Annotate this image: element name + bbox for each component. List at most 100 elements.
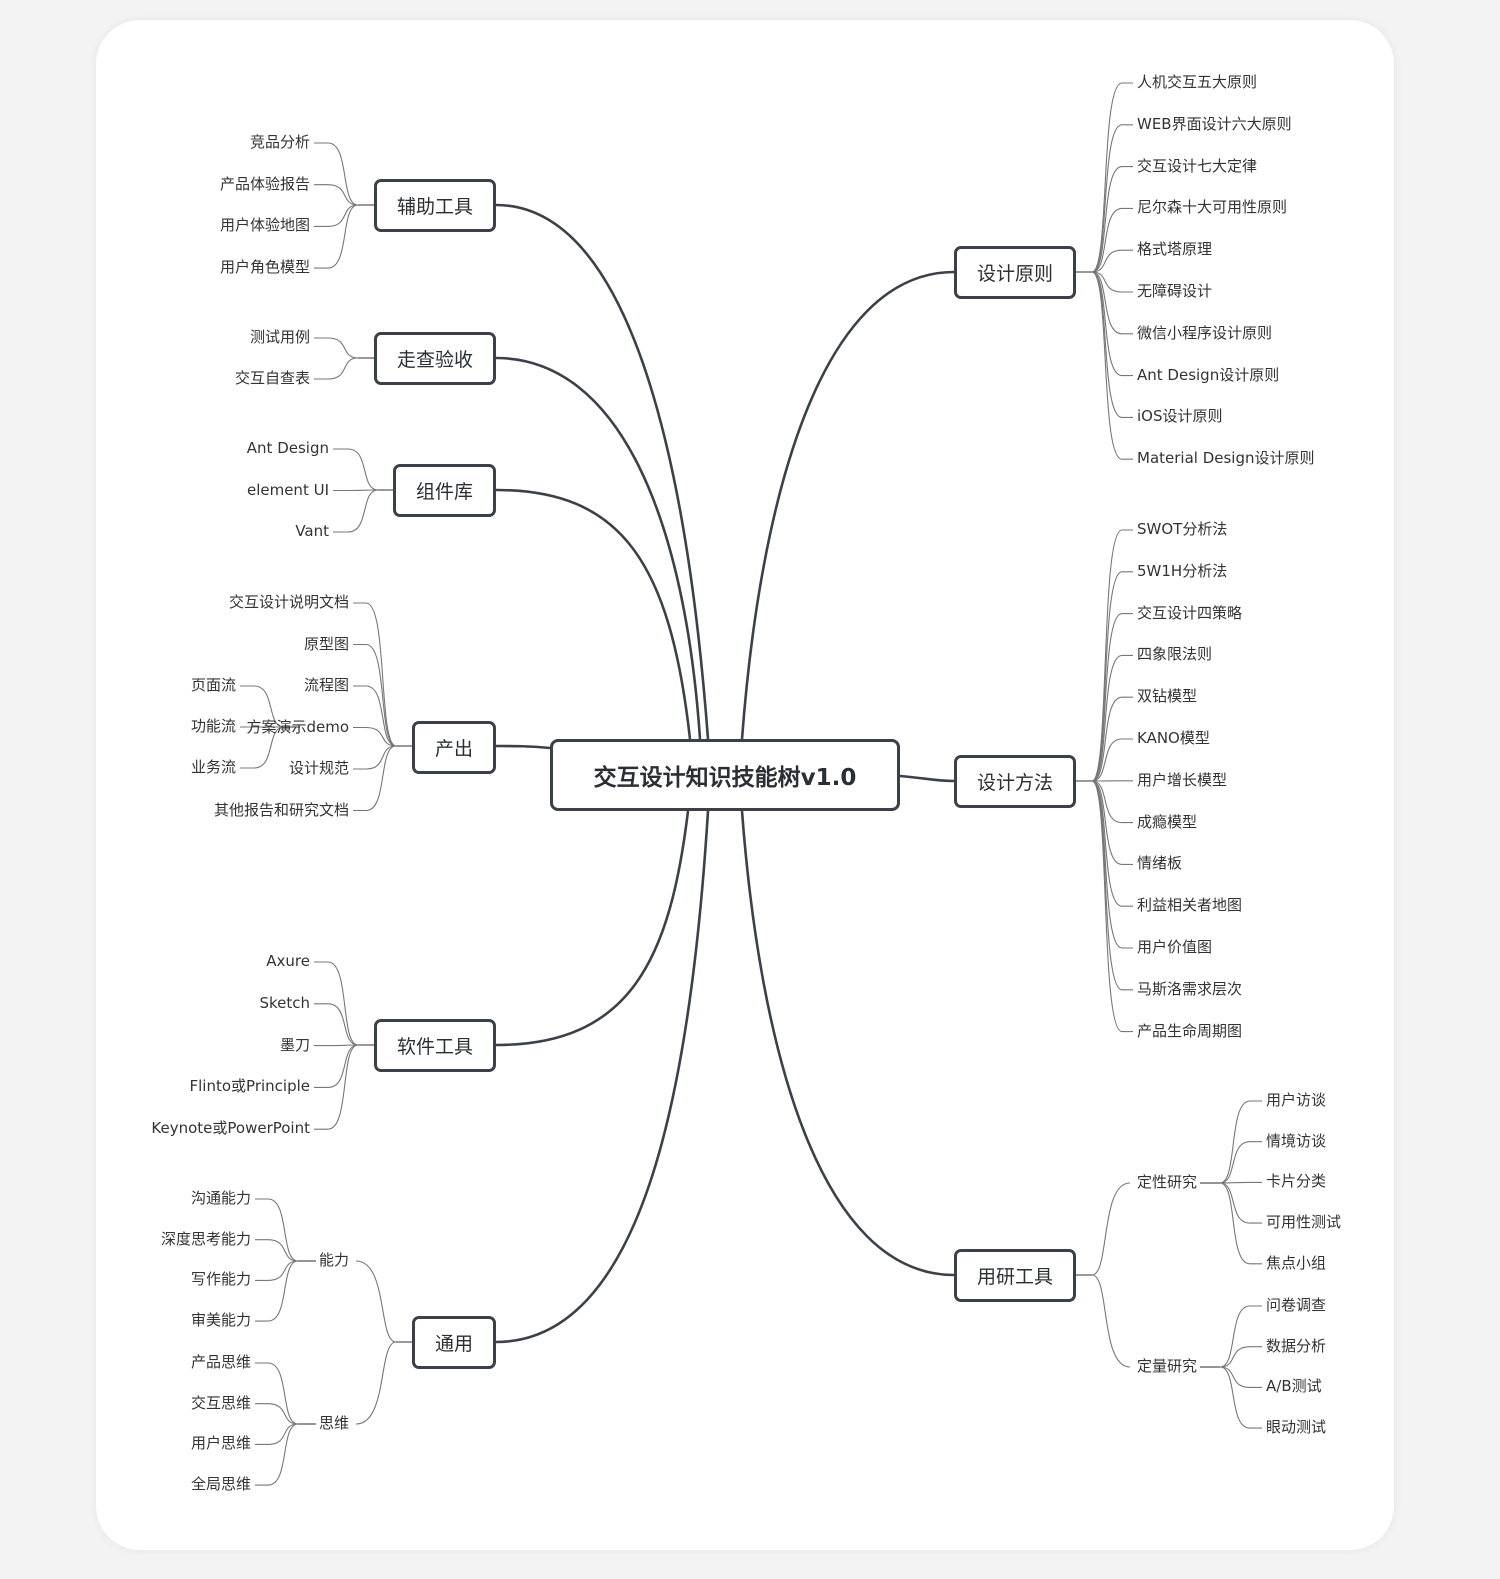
principle-item[interactable]: iOS设计原则 bbox=[1137, 407, 1223, 426]
flow-item[interactable]: 业务流 bbox=[190, 758, 236, 776]
link-methods bbox=[899, 774, 955, 783]
method-item[interactable]: 5W1H分析法 bbox=[1137, 561, 1228, 580]
principle-item[interactable]: 格式塔原理 bbox=[1137, 240, 1213, 259]
aux-item[interactable]: 用户角色模型 bbox=[219, 258, 310, 277]
method-item[interactable]: 用户价值图 bbox=[1137, 938, 1213, 956]
method-item[interactable]: SWOT分析法 bbox=[1137, 520, 1228, 538]
qualitative-item[interactable]: 可用性测试 bbox=[1266, 1213, 1342, 1232]
thinking-branch bbox=[255, 1423, 299, 1445]
output-item[interactable]: 设计规范 bbox=[288, 759, 349, 777]
qualitative-branch bbox=[1219, 1182, 1262, 1224]
thinking-item[interactable]: 用户思维 bbox=[190, 1434, 251, 1453]
link-general bbox=[495, 810, 710, 1344]
node-design-methods[interactable]: 设计方法 bbox=[954, 755, 1076, 808]
aux-item[interactable]: 用户体验地图 bbox=[219, 216, 310, 235]
principle-item[interactable]: Material Design设计原则 bbox=[1137, 449, 1315, 468]
lib-branch bbox=[333, 489, 379, 533]
method-item[interactable]: KANO模型 bbox=[1137, 729, 1210, 747]
method-item[interactable]: 情绪板 bbox=[1137, 854, 1183, 873]
ability-item[interactable]: 深度思考能力 bbox=[160, 1229, 251, 1248]
walk-branch bbox=[314, 337, 359, 359]
output-item[interactable]: 其他报告和研究文档 bbox=[213, 800, 349, 819]
root-node[interactable]: 交互设计知识技能树v1.0 bbox=[550, 739, 900, 811]
method-branch bbox=[1091, 780, 1133, 907]
principle-item[interactable]: 尼尔森十大可用性原则 bbox=[1137, 198, 1288, 217]
node-component-lib[interactable]: 组件库 bbox=[393, 464, 496, 517]
output-item[interactable]: 交互设计说明文档 bbox=[228, 593, 349, 611]
thinking-item[interactable]: 产品思维 bbox=[190, 1353, 251, 1371]
principle-item[interactable]: 微信小程序设计原则 bbox=[1137, 323, 1273, 342]
aux-item[interactable]: 产品体验报告 bbox=[219, 174, 310, 193]
software-item[interactable]: Axure bbox=[266, 952, 310, 970]
quantitative-branch bbox=[1219, 1366, 1262, 1388]
flow-item[interactable]: 功能流 bbox=[190, 717, 236, 735]
flow-item[interactable]: 页面流 bbox=[190, 676, 236, 694]
output-item[interactable]: 流程图 bbox=[303, 676, 349, 694]
ability-item[interactable]: 审美能力 bbox=[190, 1311, 251, 1330]
node-design-principles[interactable]: 设计原则 bbox=[954, 246, 1076, 299]
method-item[interactable]: 马斯洛需求层次 bbox=[1137, 979, 1243, 998]
method-item[interactable]: 产品生命周期图 bbox=[1137, 1021, 1243, 1040]
method-branch bbox=[1091, 613, 1133, 782]
walk-item[interactable]: 交互自查表 bbox=[234, 369, 310, 387]
node-software-tools[interactable]: 软件工具 bbox=[374, 1019, 496, 1072]
quantitative-item[interactable]: 眼动测试 bbox=[1266, 1418, 1327, 1437]
method-item[interactable]: 成瘾模型 bbox=[1137, 812, 1198, 831]
software-item[interactable]: 墨刀 bbox=[279, 1035, 310, 1054]
qualitative-item[interactable]: 卡片分类 bbox=[1266, 1172, 1327, 1191]
research-quantitative[interactable]: 定量研究 bbox=[1137, 1357, 1198, 1375]
method-item[interactable]: 双钻模型 bbox=[1137, 687, 1198, 706]
general-ability[interactable]: 能力 bbox=[318, 1251, 349, 1269]
output-branch bbox=[353, 685, 397, 747]
principle-item[interactable]: WEB界面设计六大原则 bbox=[1137, 114, 1292, 133]
principle-branch bbox=[1091, 124, 1133, 273]
output-item[interactable]: 原型图 bbox=[303, 634, 349, 653]
qualitative-item[interactable]: 焦点小组 bbox=[1266, 1253, 1327, 1272]
principle-item[interactable]: 交互设计七大定律 bbox=[1137, 156, 1258, 175]
principle-item[interactable]: 无障碍设计 bbox=[1137, 282, 1213, 300]
lib-item[interactable]: element UI bbox=[246, 480, 329, 499]
qualitative-item[interactable]: 情境访谈 bbox=[1266, 1131, 1327, 1150]
software-branch bbox=[314, 1003, 359, 1046]
method-branch bbox=[1091, 738, 1133, 782]
method-item[interactable]: 交互设计四策略 bbox=[1137, 603, 1243, 622]
method-branch bbox=[1091, 696, 1133, 782]
node-general[interactable]: 通用 bbox=[412, 1316, 496, 1369]
quantitative-item[interactable]: 问卷调查 bbox=[1266, 1296, 1327, 1314]
general-thinking[interactable]: 思维 bbox=[318, 1414, 349, 1432]
principle-item[interactable]: 人机交互五大原则 bbox=[1137, 73, 1258, 91]
node-label: 走查验收 bbox=[396, 349, 473, 371]
software-item[interactable]: Sketch bbox=[259, 993, 310, 1012]
method-item[interactable]: 四象限法则 bbox=[1137, 645, 1213, 664]
node-walkthrough[interactable]: 走查验收 bbox=[374, 332, 496, 385]
ability-item[interactable]: 沟通能力 bbox=[190, 1189, 251, 1207]
lib-item[interactable]: Vant bbox=[295, 522, 329, 540]
software-item[interactable]: Flinto或Principle bbox=[189, 1077, 310, 1096]
aux-item[interactable]: 竞品分析 bbox=[249, 133, 310, 151]
quantitative-item[interactable]: 数据分析 bbox=[1266, 1336, 1327, 1355]
method-item[interactable]: 用户增长模型 bbox=[1137, 770, 1228, 789]
node-output[interactable]: 产出 bbox=[412, 721, 496, 774]
principle-branch bbox=[1091, 271, 1133, 377]
principle-branch bbox=[1091, 271, 1133, 293]
node-research-tools[interactable]: 用研工具 bbox=[954, 1249, 1076, 1302]
method-branch bbox=[1091, 780, 1133, 949]
walk-branch bbox=[314, 357, 359, 380]
thinking-item[interactable]: 交互思维 bbox=[190, 1393, 251, 1412]
ability-branch bbox=[255, 1198, 299, 1262]
qualitative-item[interactable]: 用户访谈 bbox=[1266, 1091, 1327, 1109]
walk-item[interactable]: 测试用例 bbox=[249, 328, 310, 346]
research-qualitative[interactable]: 定性研究 bbox=[1137, 1173, 1198, 1191]
principle-item[interactable]: Ant Design设计原则 bbox=[1137, 365, 1280, 384]
lib-item[interactable]: Ant Design bbox=[246, 439, 329, 457]
output-branch bbox=[353, 726, 397, 747]
node-aux-tools[interactable]: 辅助工具 bbox=[374, 179, 496, 232]
output-item[interactable]: 方案演示demo bbox=[246, 717, 349, 736]
link-walk bbox=[495, 356, 702, 740]
method-item[interactable]: 利益相关者地图 bbox=[1137, 896, 1243, 915]
thinking-branch bbox=[255, 1423, 299, 1486]
ability-item[interactable]: 写作能力 bbox=[190, 1270, 251, 1289]
software-item[interactable]: Keynote或PowerPoint bbox=[151, 1119, 310, 1138]
quantitative-item[interactable]: A/B测试 bbox=[1266, 1377, 1322, 1396]
thinking-item[interactable]: 全局思维 bbox=[190, 1475, 251, 1494]
